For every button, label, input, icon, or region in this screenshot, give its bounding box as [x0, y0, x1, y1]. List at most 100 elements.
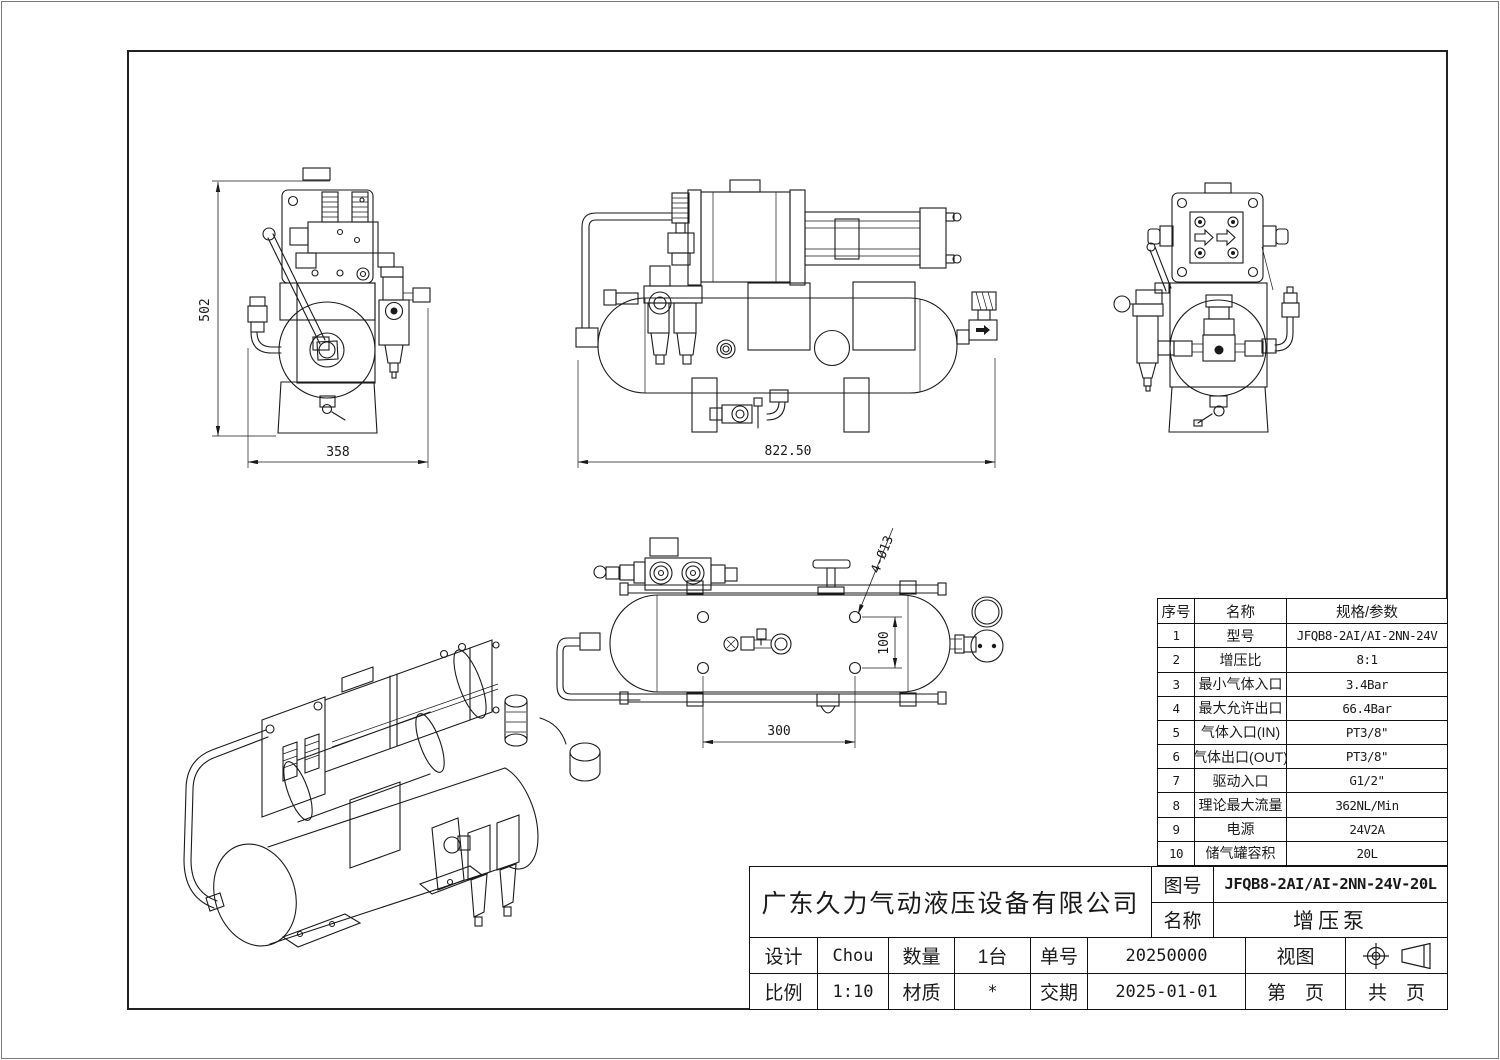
spec-table: 序号 名称 规格/参数 1 型号 JFQB8-2AI/AI-2NN-24V 2 … [1157, 598, 1448, 866]
top-gauge [950, 596, 1004, 663]
projection-symbol [1362, 942, 1431, 969]
spec-row-10: 10 储气罐容积 20L [1158, 840, 1447, 865]
delivery-value: 2025-01-01 [1087, 974, 1245, 1009]
iso-tank [213, 767, 539, 947]
front-manifold [307, 221, 379, 254]
order-label: 单号 [1030, 938, 1087, 973]
side-leg-right [843, 377, 870, 433]
top-valve-cluster [723, 628, 792, 655]
side-tank [597, 297, 958, 394]
mount-hole-1 [696, 610, 710, 624]
view-end [1113, 182, 1300, 433]
front-stand [277, 381, 378, 434]
view-isometric [183, 639, 601, 948]
spec-row-7: 7 驱动入口 G1/2" [1158, 768, 1447, 793]
front-dim-width: 358 [247, 308, 429, 468]
iso-mount-plate [261, 696, 326, 818]
spec-row-3: 3 最小气体入口 3.4Bar [1158, 671, 1447, 696]
end-drain-valve [1193, 395, 1228, 427]
mount-hole-3 [848, 610, 862, 624]
end-handle [1146, 242, 1274, 292]
design-value: Chou [817, 938, 888, 973]
scale-label: 比例 [764, 983, 803, 1004]
svg-text:4-Ø13: 4-Ø13 [868, 534, 897, 576]
side-saddle-right [852, 281, 916, 351]
end-center-fitting [1173, 294, 1264, 362]
page-number: 第 页 [1245, 974, 1345, 1009]
svg-text:300: 300 [767, 724, 790, 739]
front-tank-circle [278, 301, 376, 399]
spec-header-row: 序号 名称 规格/参数 [1158, 599, 1447, 624]
part-name-label: 名称 [1152, 901, 1213, 938]
end-stand [1168, 386, 1269, 433]
svg-text:822.50: 822.50 [765, 444, 812, 459]
side-right-fitting [956, 291, 998, 345]
spec-row-9: 9 电源 24V2A [1158, 816, 1447, 841]
iso-pipe [183, 729, 269, 912]
end-valve-block [1189, 211, 1244, 264]
side-plug-circle [716, 339, 736, 359]
flow-arrow-1 [1194, 228, 1214, 247]
end-regulator [1113, 282, 1175, 392]
material-label: 材质 [888, 974, 954, 1009]
view-top: 4-Ø13 100 300 [556, 527, 1004, 748]
front-mufflers [321, 191, 369, 223]
projection-symbol-cell [1345, 938, 1447, 973]
iso-gauge [539, 717, 601, 782]
spec-header-no: 序号 [1161, 604, 1191, 621]
drawing-no-label: 图号 [1163, 875, 1202, 897]
side-saddle-left [747, 282, 811, 351]
svg-text:502: 502 [198, 298, 213, 321]
side-drain-valve [709, 389, 789, 429]
top-bottom-drain [816, 693, 840, 714]
svg-text:100: 100 [877, 631, 892, 654]
mount-hole-4 [848, 661, 862, 675]
scale-value: 1:10 [817, 974, 888, 1009]
iso-frl [443, 814, 520, 927]
drawing-no-value: JFQB8-2AI/AI-2NN-24V-20L [1224, 875, 1437, 894]
design-label: 设计 [764, 947, 803, 968]
svg-text:358: 358 [326, 445, 349, 460]
mount-hole-2 [696, 661, 710, 675]
side-port-circle [813, 329, 851, 367]
front-left-fitting [247, 296, 282, 354]
part-name-value: 增压泵 [1214, 901, 1447, 938]
spec-row-2: 2 增压比 8:1 [1158, 647, 1447, 672]
total-pages: 共 页 [1345, 974, 1447, 1009]
front-drain-valve [319, 395, 346, 421]
iso-pump-cylinders [283, 639, 500, 823]
top-left-pipe [556, 632, 641, 701]
spec-header-name: 名称 [1194, 599, 1286, 624]
top-dim-pitch: 100 [862, 616, 902, 669]
spec-header-value: 规格/参数 [1286, 599, 1447, 624]
front-dim-height: 502 [198, 180, 330, 437]
view-side: 822.50 [575, 179, 998, 468]
side-frl [603, 265, 703, 365]
top-tank [609, 594, 951, 693]
view-front: 502 358 [198, 167, 431, 468]
top-frl [593, 537, 738, 591]
end-elbow [1261, 286, 1300, 354]
order-value: 20250000 [1087, 938, 1245, 973]
top-relief-valve [812, 559, 851, 595]
side-inlet-pipe [575, 212, 673, 348]
material-value: * [954, 974, 1030, 1009]
top-hole-callout: 4-Ø13 [857, 527, 897, 615]
side-leg-left [691, 377, 718, 433]
iso-mufflers [282, 733, 320, 782]
spec-row-4: 4 最大允许出口 66.4Bar [1158, 695, 1447, 720]
spec-row-6: 6 气体出口(OUT) PT3/8" [1158, 744, 1447, 769]
top-dim-span: 300 [702, 676, 856, 748]
spec-row-5: 5 气体入口(IN) PT3/8" [1158, 719, 1447, 745]
qty-label: 数量 [888, 938, 954, 973]
front-bracket [279, 282, 376, 321]
front-handle [262, 227, 330, 351]
side-booster-pump [687, 179, 962, 286]
qty-value: 1台 [954, 938, 1030, 973]
title-block: 广东久力气动液压设备有限公司 图号 名称 JFQB8-2AI/AI-2NN-24… [749, 866, 1448, 1010]
view-label: 视图 [1245, 938, 1345, 973]
front-frl [377, 252, 431, 379]
iso-valve-stack [504, 694, 528, 747]
